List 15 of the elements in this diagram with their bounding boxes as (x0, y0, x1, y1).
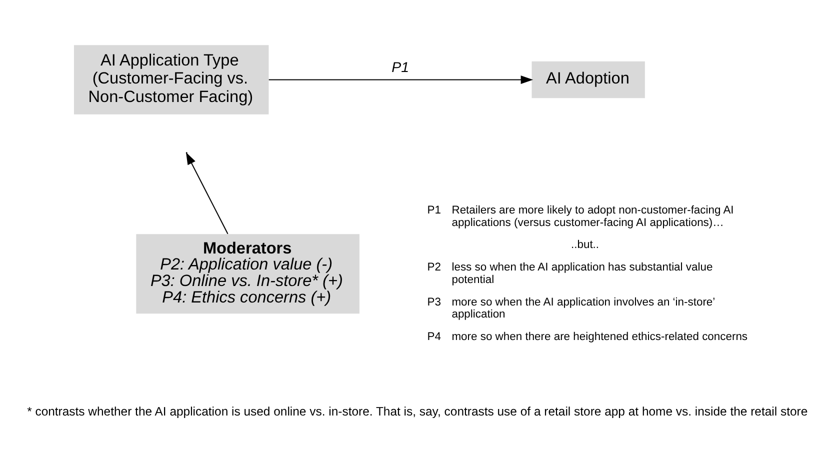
label: Retailers are more likely to adopt non-customer-facing AI applications (versus customer-facing AI applications)… (452, 204, 734, 228)
label: less so when the AI application has substantial value potential (452, 261, 713, 286)
edge-label: P1 (392, 59, 410, 76)
label: ..but.. (571, 238, 600, 251)
label: * contrasts whether the AI application is used online vs. in-store. That is, say, contrasts use of a retail store app at home vs. inside the retail store (27, 404, 808, 418)
node-box: Moderators P2: Application value (-) P3: Online vs. In-store* (+) P4: Ethics concerns (+) (136, 234, 360, 314)
node-box: AI Application Type (Customer-Facing vs. Non-Customer Facing) (74, 44, 269, 114)
arrow (268, 74, 534, 84)
label: P1 (427, 204, 441, 216)
label: more so when there are heightened ethics-related concerns (452, 330, 748, 342)
label: P4 (427, 330, 441, 342)
node-box: AI Adoption (532, 60, 645, 98)
label: P3 (427, 296, 441, 308)
label: P2 (427, 261, 441, 274)
label: more so when the AI application involves an ‘in-store’ application (452, 296, 716, 320)
